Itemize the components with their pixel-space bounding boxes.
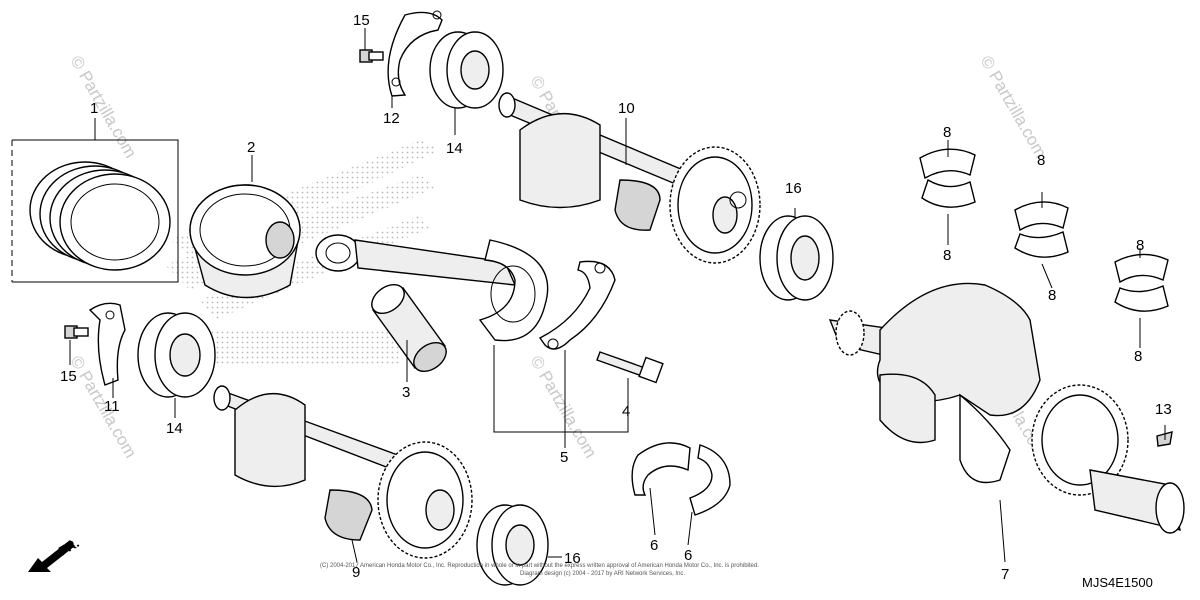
- balancer-shaft-lower[interactable]: [213, 385, 473, 559]
- main-bearing-pair-3[interactable]: [1114, 253, 1169, 312]
- bearing-setting-plate-lower[interactable]: [88, 302, 126, 386]
- callout-1: 1: [90, 100, 98, 117]
- callout-8b: 8: [943, 247, 951, 264]
- callout-12: 12: [383, 110, 400, 127]
- main-bearing-pair-1[interactable]: [919, 148, 976, 208]
- flange-bolt-upper[interactable]: [359, 49, 384, 63]
- piston[interactable]: [189, 184, 301, 299]
- connecting-rod-bolt[interactable]: [596, 351, 664, 384]
- copyright-line-1: (C) 2004-2017 American Honda Motor Co., …: [320, 563, 759, 569]
- ball-bearing-upper[interactable]: [429, 31, 504, 109]
- callout-11: 11: [104, 398, 120, 415]
- main-bearing-pair-2[interactable]: [1014, 201, 1069, 258]
- connecting-rod-cap[interactable]: [538, 260, 616, 350]
- callout-16a: 16: [785, 180, 802, 197]
- arrow-left-down-icon: [28, 540, 75, 572]
- callout-8e: 8: [1136, 237, 1144, 254]
- callout-4: 4: [622, 403, 630, 420]
- callout-6b: 6: [684, 547, 692, 564]
- callout-8d: 8: [1048, 287, 1056, 304]
- front-direction-indicator: FR.: [28, 535, 82, 572]
- callout-14b: 14: [166, 420, 183, 437]
- callout-16b: 16: [564, 550, 581, 567]
- watermark: © Partzilla.com: [527, 353, 601, 462]
- callout-numbers: 1 2 3 4 5 6 6 7 8 8 8 8 8 8 9 10 11 12 1…: [60, 12, 1172, 583]
- callout-14a: 14: [446, 140, 463, 157]
- callout-7: 7: [1001, 566, 1009, 583]
- crankshaft[interactable]: [828, 282, 1185, 534]
- callout-5: 5: [560, 449, 568, 466]
- callout-10: 10: [618, 100, 635, 117]
- callout-6a: 6: [650, 537, 658, 554]
- ball-bearing-lower[interactable]: [137, 312, 216, 398]
- flange-bolt-lower[interactable]: [64, 325, 89, 339]
- callout-13: 13: [1155, 401, 1172, 418]
- callout-8a: 8: [943, 124, 951, 141]
- roller-bearing-upper[interactable]: [759, 215, 834, 301]
- callout-8c: 8: [1037, 152, 1045, 169]
- watermark: © Partzilla.com: [977, 53, 1051, 162]
- callout-3: 3: [402, 384, 410, 401]
- callout-15a: 15: [353, 12, 370, 29]
- callout-2: 2: [247, 139, 255, 156]
- bearing-setting-plate-upper[interactable]: [387, 10, 443, 97]
- callout-8f: 8: [1134, 348, 1142, 365]
- leader-lines: [69, 28, 1166, 563]
- callout-9: 9: [352, 564, 360, 581]
- roller-bearing-lower[interactable]: [476, 504, 549, 586]
- piston-pin[interactable]: [366, 279, 451, 378]
- connecting-rod[interactable]: [315, 234, 549, 342]
- balancer-shaft-upper[interactable]: [498, 92, 761, 264]
- connecting-rod-bearing-pair[interactable]: [631, 442, 731, 516]
- callout-15b: 15: [60, 368, 77, 385]
- copyright-notice: (C) 2004-2017 American Honda Motor Co., …: [320, 563, 759, 577]
- copyright-line-2: Diagram design (c) 2004 - 2017 by ARI Ne…: [520, 571, 685, 577]
- piston-ring-set[interactable]: [11, 139, 179, 283]
- diagram-code: MJS4E1500: [1082, 575, 1153, 590]
- watermark: © Partzilla.com: [67, 53, 141, 162]
